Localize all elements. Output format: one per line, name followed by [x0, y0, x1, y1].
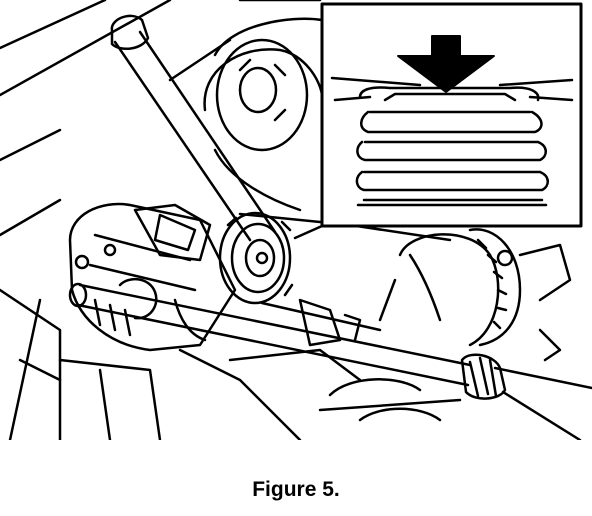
drive-belt	[238, 212, 452, 332]
flywheel	[378, 228, 572, 362]
press-down-arrow-icon	[397, 35, 495, 93]
engine-housing	[203, 17, 324, 212]
background-frame	[0, 0, 322, 440]
alternator	[68, 202, 237, 352]
engine-pulley-line-drawing	[0, 0, 592, 440]
pry-bar-lower	[68, 282, 592, 440]
inset-leader-line	[293, 224, 324, 240]
alternator-pulley	[218, 211, 294, 305]
lower-frame	[0, 288, 462, 440]
figure-caption: Figure 5.	[252, 478, 340, 501]
pry-bar-upper	[110, 14, 277, 242]
